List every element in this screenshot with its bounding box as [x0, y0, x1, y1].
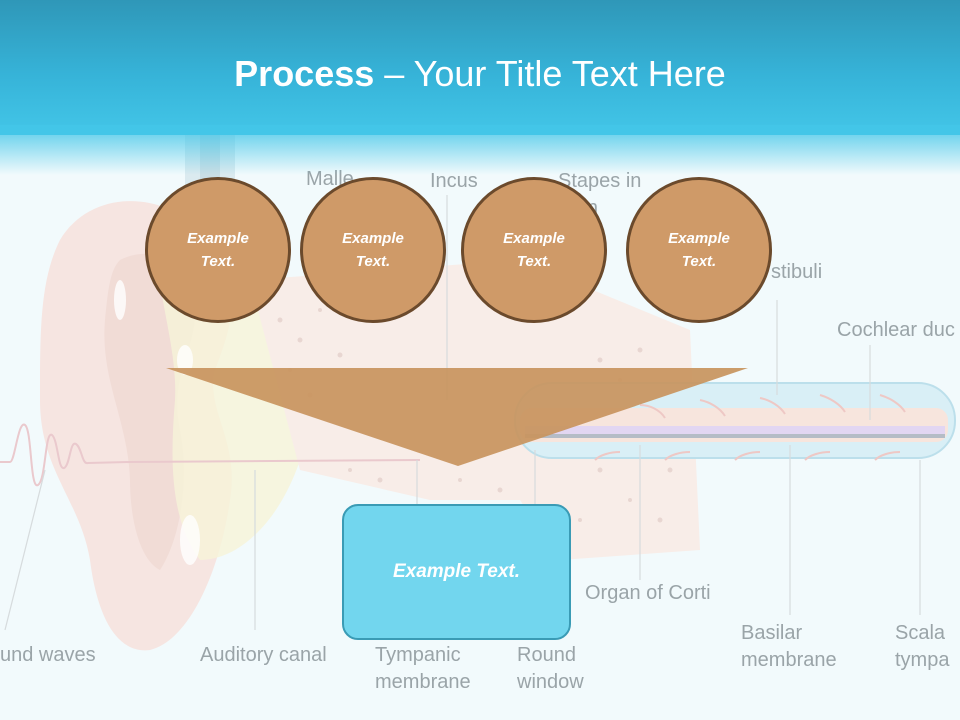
step-circle-4[interactable]: Example Text.	[626, 177, 772, 323]
label-scala-tympani: Scala tympa	[895, 622, 950, 671]
label-vestibuli: stibuli	[771, 261, 823, 283]
result-text: Example Text.	[392, 561, 521, 582]
label-incus: Incus	[430, 170, 478, 192]
step-circle-text: Example Text.	[342, 230, 404, 270]
header-band	[0, 0, 960, 135]
step-circle-1[interactable]: Example Text.	[145, 177, 291, 323]
label-organ-of-corti: Organ of Corti	[585, 582, 711, 604]
label-basilar-membrane: Basilar membrane	[741, 622, 837, 671]
step-circle-text: Example Text.	[187, 230, 249, 270]
sound-wave	[0, 423, 421, 487]
step-circle-text: Example Text.	[503, 230, 565, 270]
label-cochlear-duct: Cochlear duc	[837, 319, 955, 341]
title-bold: Process	[234, 53, 375, 94]
slide-title: Process – Your Title Text Here	[0, 52, 960, 96]
result-box[interactable]: Example Text.	[342, 504, 571, 640]
step-circle-2[interactable]: Example Text.	[300, 177, 446, 323]
step-circle-text: Example Text.	[668, 230, 730, 270]
highlights	[114, 280, 200, 565]
header-fade	[0, 125, 960, 175]
label-sound-waves: und waves	[0, 644, 96, 666]
title-rest: – Your Title Text Here	[374, 53, 726, 94]
label-tympanic-membrane: Tympanic membrane	[375, 644, 471, 693]
step-circle-3[interactable]: Example Text.	[461, 177, 607, 323]
label-auditory-canal: Auditory canal	[200, 644, 327, 666]
label-round-window: Round window	[517, 644, 584, 693]
